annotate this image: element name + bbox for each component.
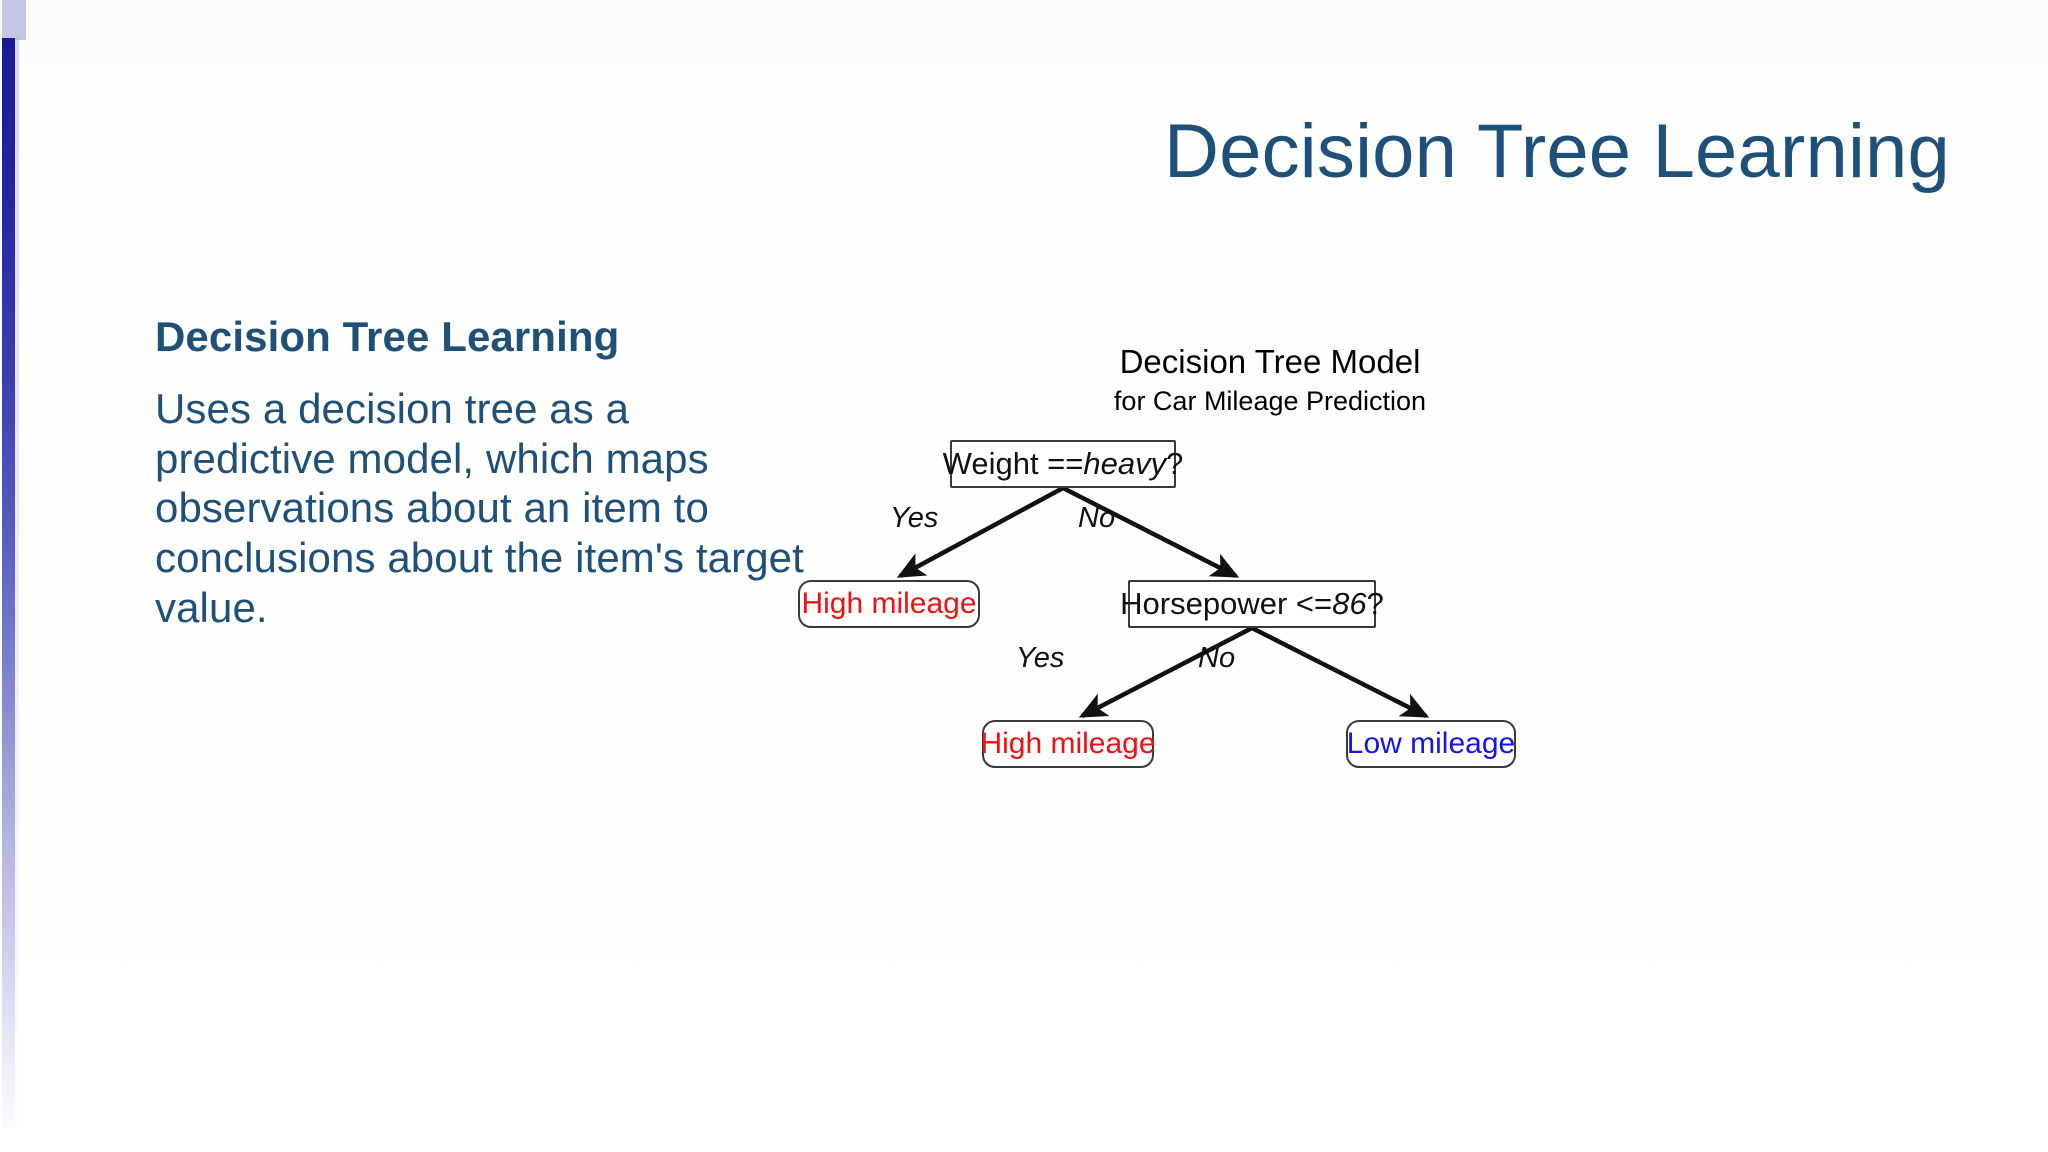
left-accent-bar <box>2 38 15 1128</box>
page-title: Decision Tree Learning <box>1164 109 1950 194</box>
tree-edges <box>896 485 1430 719</box>
tree-node-high-mileage-left: High mileage <box>798 580 980 628</box>
decision-tree-diagram: Decision Tree Model for Car Mileage Pred… <box>798 330 1990 950</box>
node-horsepower-suffix: ? <box>1366 586 1384 621</box>
body-column: Decision Tree Learning Uses a decision t… <box>155 312 815 633</box>
accent-bar-cap <box>2 0 26 40</box>
node-root-value: heavy <box>1083 446 1167 481</box>
edge-label-horsepower-no: No <box>1198 642 1236 674</box>
tree-node-low-mileage: Low mileage <box>1346 720 1516 768</box>
edge-label-horsepower-yes: Yes <box>1016 642 1065 674</box>
tree-node-high-mileage-bottom: High mileage <box>980 720 1156 768</box>
node-root-suffix: ? <box>1166 446 1184 481</box>
body-heading: Decision Tree Learning <box>155 313 620 360</box>
tree-node-root-weight: Weight == heavy ? <box>943 440 1183 488</box>
node-horsepower-prefix: Horsepower <= <box>1120 586 1333 621</box>
node-high-mileage-bottom-label: High mileage <box>980 727 1156 760</box>
diagram-title: Decision Tree Model <box>1119 343 1421 380</box>
node-high-mileage-left-label: High mileage <box>801 587 977 620</box>
node-root-prefix: Weight == <box>942 446 1084 481</box>
left-accent-bar-shadow <box>15 38 19 1128</box>
diagram-subtitle: for Car Mileage Prediction <box>1113 386 1427 416</box>
tree-node-horsepower: Horsepower <= 86 ? <box>1120 580 1384 628</box>
body-paragraph: Uses a decision tree as a predictive mod… <box>155 384 804 632</box>
node-horsepower-value: 86 <box>1332 586 1367 621</box>
edge-label-root-no: No <box>1078 502 1116 534</box>
node-low-mileage-label: Low mileage <box>1346 727 1516 760</box>
edge-label-root-yes: Yes <box>890 502 939 534</box>
